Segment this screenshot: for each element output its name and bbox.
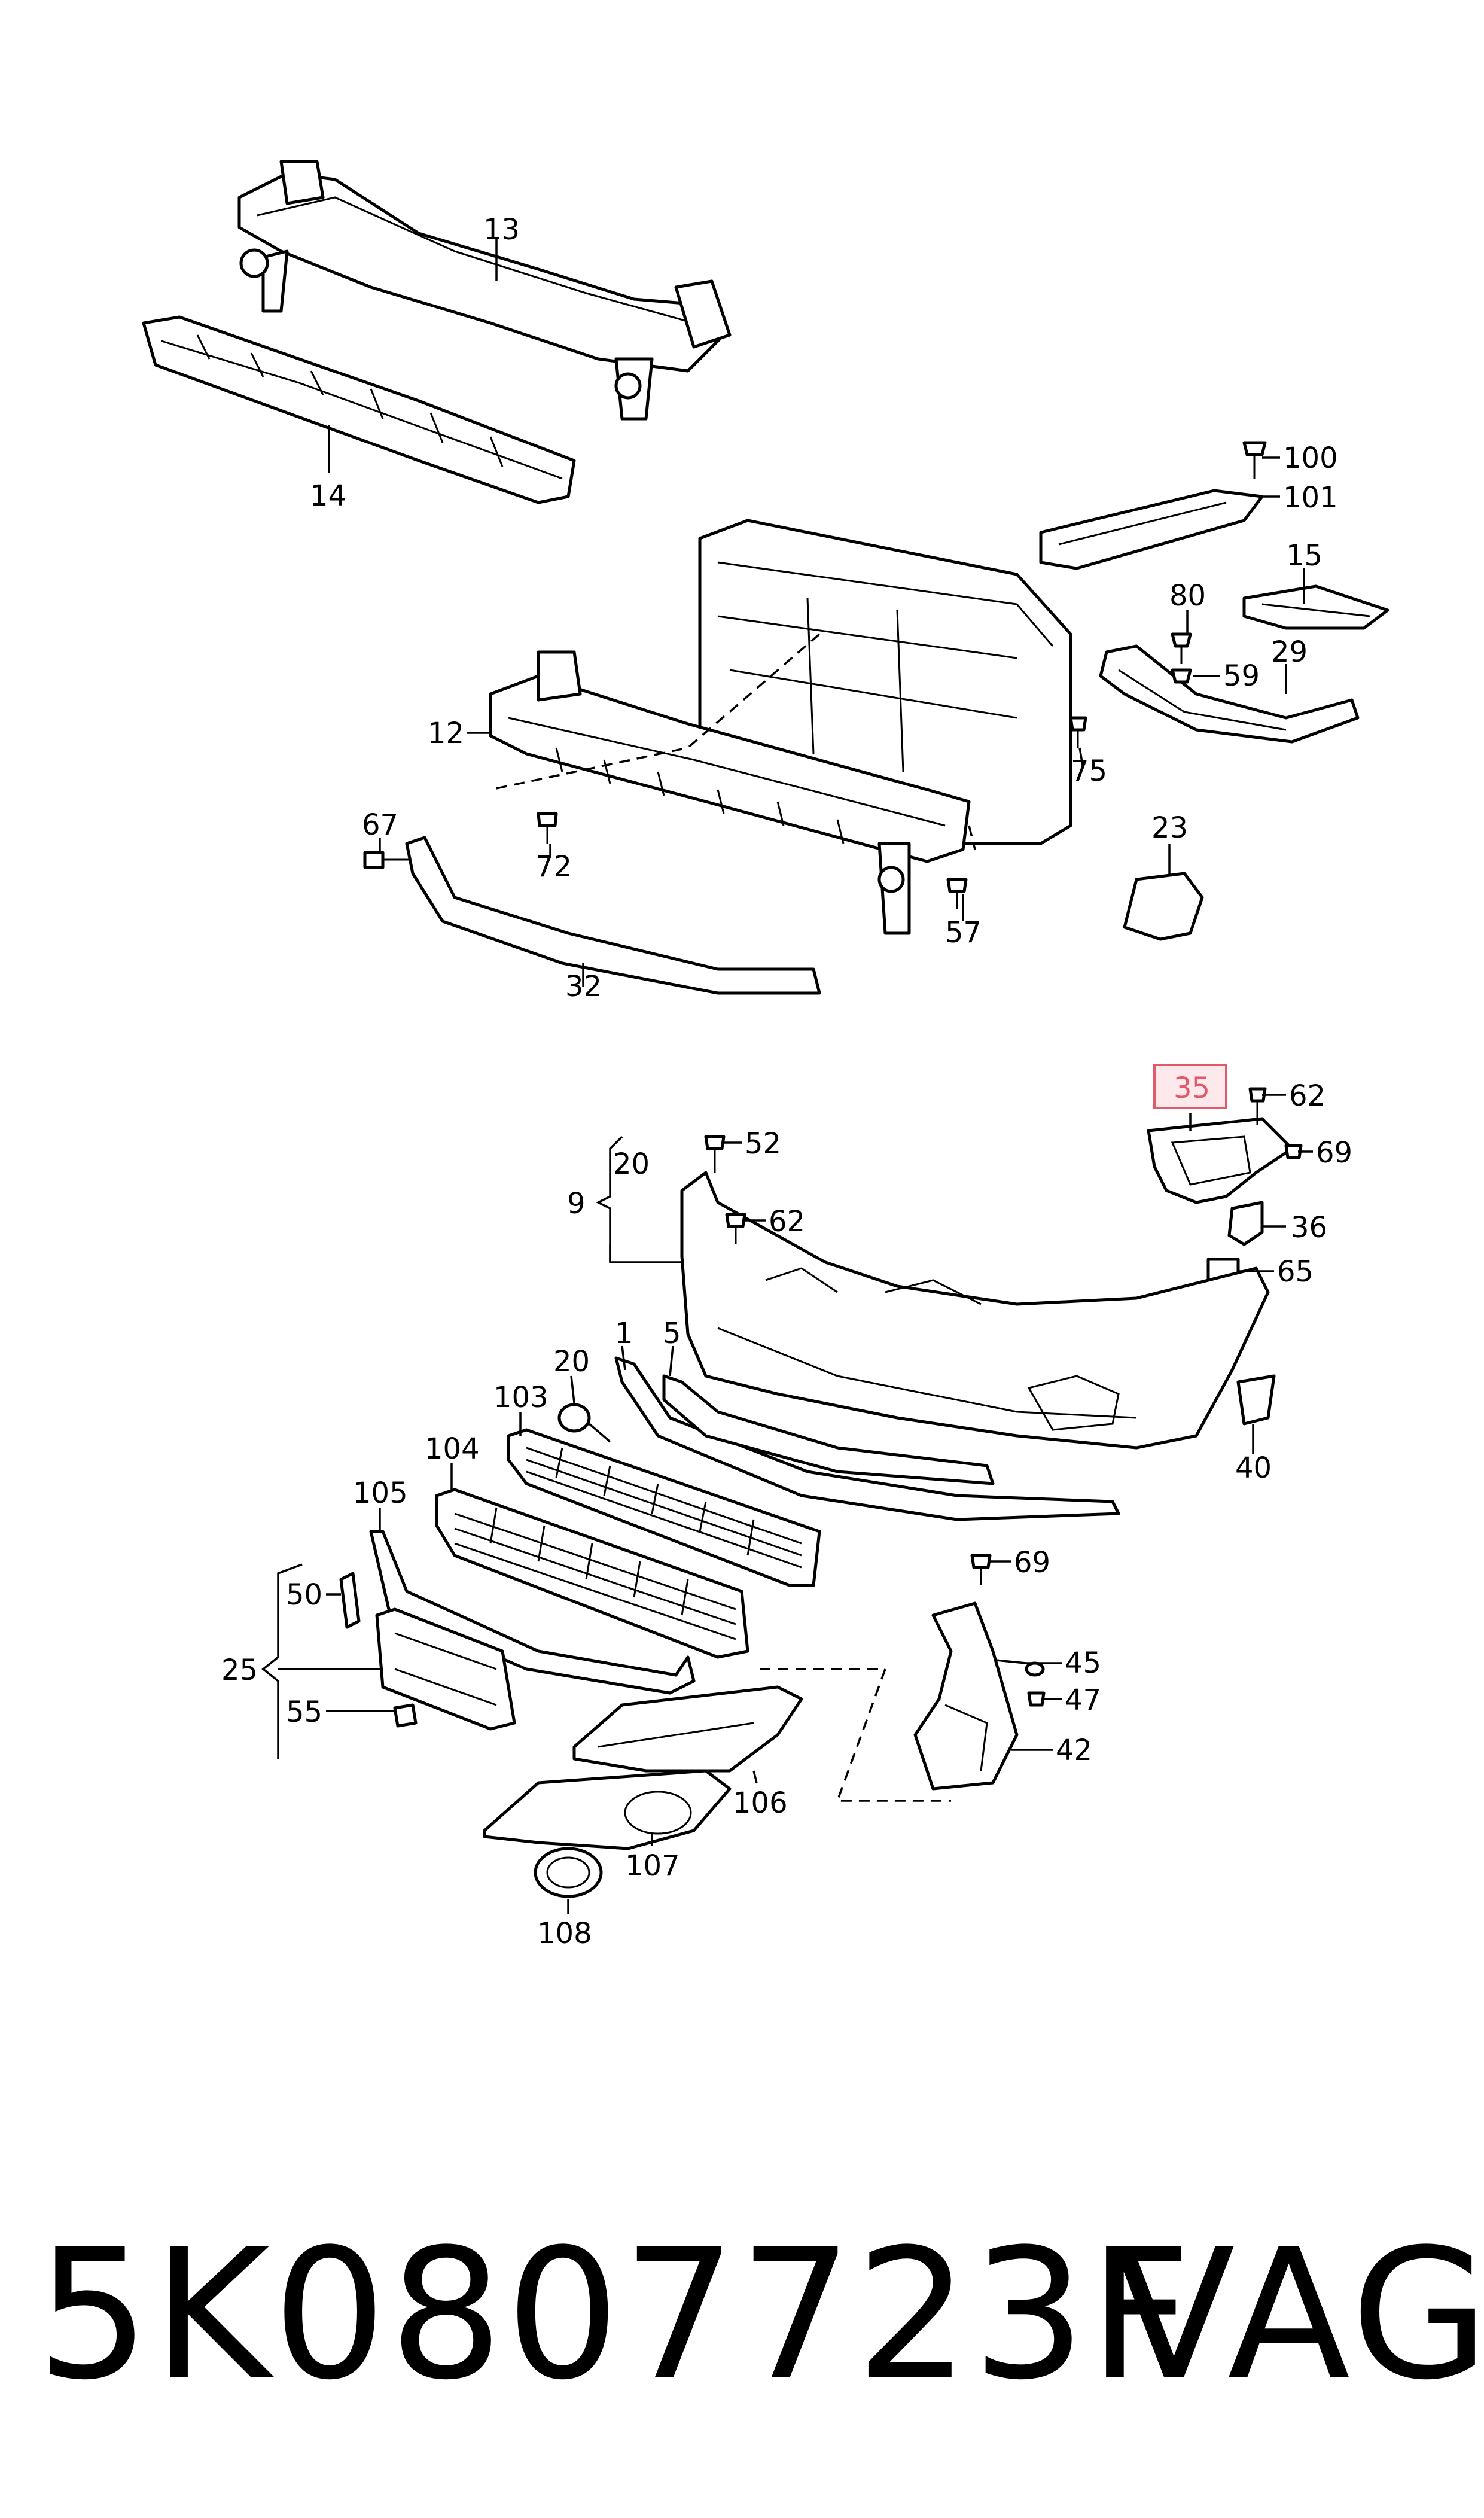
fastener-72 [537,812,558,844]
callout-12: 12 [428,717,464,750]
callout-62-lower: 62 [769,1205,805,1238]
callout-106: 106 [733,1786,788,1820]
part-12-lock-carrier [489,519,1072,935]
part-5-spoiler [662,1374,995,1485]
part-108-fog-ring [534,1847,603,1898]
part-104-grille [435,1488,749,1659]
fastener-75 [1069,716,1087,748]
part-40-cover [1236,1374,1276,1426]
fastener-80 [1171,632,1192,664]
callout-62-upper: 62 [1289,1079,1325,1113]
part-100-screw [1242,441,1267,479]
callout-1: 1 [615,1317,633,1350]
part-14-absorber [142,315,576,504]
fastener-45 [1025,1661,1045,1677]
callout-9: 9 [567,1187,586,1220]
callout-20-lower: 20 [553,1345,590,1378]
callout-52: 52 [745,1127,781,1161]
callout-35: 35 [1174,1071,1210,1105]
part-32-spoiler-strip [405,836,821,995]
part-25-plate-holder [375,1607,516,1731]
fastener-67 [363,851,413,869]
callout-13: 13 [483,213,520,246]
callout-5: 5 [663,1317,681,1350]
callout-57: 57 [945,916,982,949]
brand-name: VAG [1113,2211,1484,2419]
callout-14: 14 [310,479,346,513]
callout-80: 80 [1169,579,1206,613]
callout-69-lower: 69 [1014,1546,1050,1579]
fastener-69-lower [970,1554,992,1585]
callout-50: 50 [286,1578,322,1612]
callout-25: 25 [221,1654,258,1687]
callout-32: 32 [565,970,602,1003]
callout-65: 65 [1277,1255,1314,1289]
callout-108: 108 [537,1917,592,1950]
callout-15: 15 [1286,539,1323,573]
callout-47: 47 [1065,1683,1101,1717]
callout-69-upper: 69 [1316,1136,1352,1170]
callout-75: 75 [1071,754,1107,788]
callout-103: 103 [493,1381,548,1414]
fastener-69-upper [1284,1144,1303,1159]
fastener-47 [1027,1691,1046,1707]
fastener-62-lower [725,1213,746,1244]
callout-59: 59 [1223,659,1260,693]
part-42-guide [913,1601,1019,1791]
callout-35-highlight [1153,1064,1227,1109]
callout-labels: 13 14 100 101 15 80 59 29 12 75 67 72 57… [221,213,1352,1950]
callout-105: 105 [353,1476,408,1510]
fastener-62-upper [1248,1087,1267,1125]
callout-72: 72 [535,850,572,884]
part-50-clip [339,1572,361,1629]
fastener-59 [1171,668,1192,684]
group-bracket-25 [261,1563,303,1759]
callout-45: 45 [1065,1646,1101,1680]
callout-36: 36 [1291,1211,1327,1244]
callout-100: 100 [1283,442,1338,475]
part-107-fog-trim [483,1769,732,1850]
callout-29: 29 [1271,635,1308,669]
callout-20-upper: 20 [613,1147,650,1181]
part-106-trim [572,1685,803,1773]
fastener-57 [946,878,968,909]
callout-101: 101 [1283,481,1338,514]
part-35-bracket [1147,1117,1294,1204]
part-20-bumper-cover [680,1171,1270,1450]
fastener-52 [704,1135,726,1173]
part-15-bracket [1242,584,1389,630]
part-20-grommet [557,1403,611,1443]
callout-107: 107 [625,1849,680,1883]
part-36-clip [1227,1201,1264,1246]
callout-67: 67 [362,808,398,842]
part-13-crossmember [237,160,732,421]
part-101-bracket [1039,489,1264,570]
fastener-55 [393,1703,418,1728]
callout-40: 40 [1235,1451,1272,1485]
part-103-grille [507,1428,821,1587]
callout-55: 55 [286,1695,322,1729]
callout-104: 104 [425,1432,480,1466]
callout-23: 23 [1151,811,1188,845]
group-bracket-9 [596,1135,623,1262]
callout-42: 42 [1056,1734,1092,1767]
part-number: 5K0807723F [36,2211,1194,2419]
part-23-cover-cap [1123,872,1204,941]
